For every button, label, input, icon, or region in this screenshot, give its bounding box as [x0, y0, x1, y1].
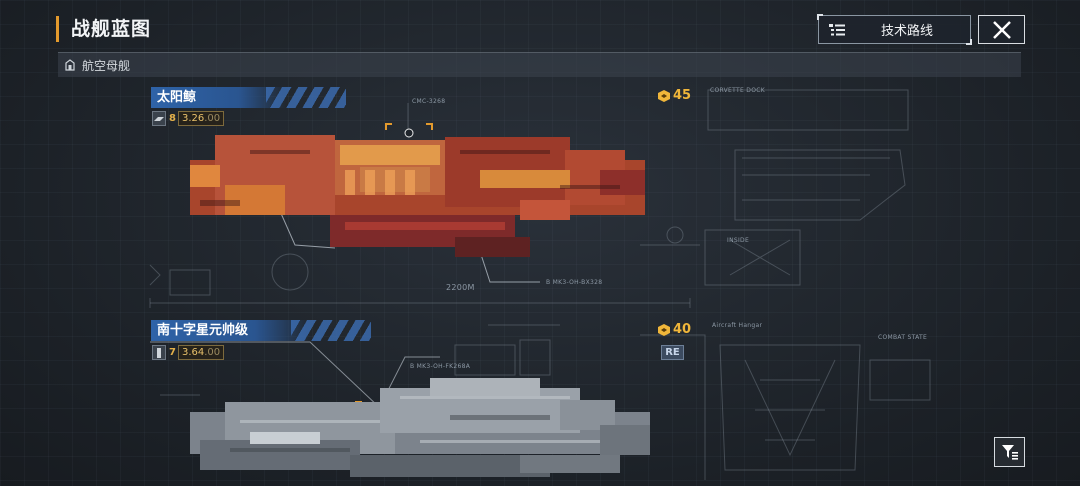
list-icon — [829, 23, 845, 35]
ship-cost: 40 — [657, 322, 691, 337]
close-button[interactable] — [978, 15, 1025, 44]
ship-card-southern-cross[interactable]: 南十字星元帅级 — [151, 320, 371, 341]
blueprint-label: COMBAT STATE — [878, 334, 928, 341]
ship-stat-value: 3.64 — [181, 347, 205, 358]
ship-stat-box: 3.26.00 — [177, 111, 225, 126]
page-title: 战舰蓝图 — [56, 16, 151, 42]
ship-stat-suffix: .00 — [204, 347, 221, 358]
callout-label: CMC-3268 — [412, 98, 446, 105]
ship-name: 太阳鲸 — [157, 90, 197, 105]
ship-cost: 45 — [657, 88, 691, 103]
sun-whale-ship-graphic — [190, 135, 645, 257]
blueprint-label: CORVETTE DOCK — [710, 87, 765, 94]
blueprint-label: Aircraft Hangar — [712, 322, 763, 329]
ship-cost-value: 40 — [673, 322, 692, 337]
ship-stat-value: 3.26 — [181, 113, 205, 124]
callout-label: B MK3-OH-BX328 — [546, 279, 603, 286]
blueprint-label: INSIDE — [727, 237, 750, 244]
ship-stats: 7 3.64.00 — [152, 345, 225, 360]
ship-length-label: 2200M — [446, 283, 475, 292]
resource-coin-icon — [658, 89, 670, 102]
ship-class-icon — [152, 345, 166, 360]
ship-stats: 8 3.26.00 — [152, 111, 225, 126]
filter-button[interactable] — [994, 437, 1025, 467]
ship-stat-box: 3.64.00 — [177, 345, 225, 360]
southern-cross-ship-graphic — [190, 378, 650, 477]
carrier-icon — [65, 59, 75, 71]
ship-level: 7 — [169, 347, 176, 358]
re-badge: RE — [661, 345, 684, 360]
tech-route-label: 技术路线 — [881, 24, 934, 39]
ship-stat-suffix: .00 — [204, 113, 221, 124]
category-label: 航空母舰 — [82, 58, 131, 73]
tech-route-button[interactable]: 技术路线 — [817, 14, 972, 45]
filter-icon — [1001, 445, 1018, 460]
category-bar: 航空母舰 — [58, 52, 1021, 77]
ship-name: 南十字星元帅级 — [157, 323, 249, 338]
callout-label: B MK3-OH-FK268A — [410, 363, 471, 370]
close-icon — [992, 20, 1011, 39]
resource-coin-icon — [658, 323, 670, 336]
ship-class-icon — [152, 111, 166, 126]
ship-card-sun-whale[interactable]: 太阳鲸 — [151, 87, 346, 108]
ship-cost-value: 45 — [673, 88, 692, 103]
ship-level: 8 — [169, 113, 176, 124]
